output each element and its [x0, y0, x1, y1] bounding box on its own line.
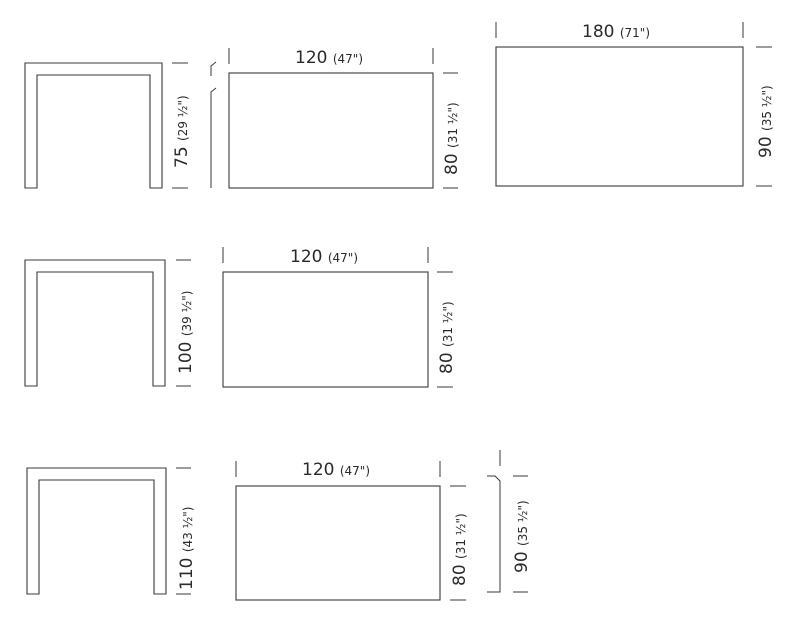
- side-view-row-3: [26, 467, 167, 595]
- depth-imperial-row-1: (31 ½"): [446, 102, 460, 148]
- svg-text:80 (31 ½"): 80 (31 ½"): [450, 513, 470, 586]
- width-imperial-row-3: (47"): [340, 464, 370, 478]
- height-dimension-row-1: 75 (29 ½"): [172, 62, 192, 189]
- width-imperial-row-2: (47"): [328, 251, 358, 265]
- svg-text:120 (47"): 120 (47"): [290, 247, 358, 267]
- svg-text:80 (31 ½"): 80 (31 ½"): [442, 102, 462, 175]
- depth-value-row-2: 80: [437, 352, 457, 374]
- extra-depth-value: 90: [512, 551, 532, 573]
- svg-text:180 (71"): 180 (71"): [582, 22, 650, 42]
- side-view-row-1: [24, 62, 163, 189]
- height-dimension-row-3: 110 (43 ½"): [176, 467, 197, 595]
- depth-imperial-row-3: (31 ½"): [454, 513, 468, 559]
- large-depth-imperial: (35 ½"): [760, 85, 774, 131]
- width-value-row-3: 120: [302, 460, 334, 480]
- svg-text:75 (29 ½"): 75 (29 ½"): [172, 95, 192, 168]
- svg-text:100 (39 ½"): 100 (39 ½"): [176, 291, 196, 374]
- height-dimension-row-2: 100 (39 ½"): [176, 259, 196, 387]
- height-value-row-3: 110: [177, 558, 197, 590]
- height-imperial-row-3: (43 ½"): [181, 507, 195, 553]
- top-view-row-3: 120 (47") 80 (31 ½"): [235, 460, 470, 601]
- top-view-row-2: 120 (47") 80 (31 ½"): [222, 247, 457, 388]
- large-width-value: 180: [582, 22, 614, 42]
- width-imperial-row-1: (47"): [333, 52, 363, 66]
- height-imperial-row-2: (39 ½"): [180, 291, 194, 337]
- height-imperial-row-1: (29 ½"): [176, 95, 190, 141]
- svg-text:90 (35 ½"): 90 (35 ½"): [756, 85, 776, 158]
- svg-text:80 (31 ½"): 80 (31 ½"): [437, 301, 457, 374]
- svg-text:120 (47"): 120 (47"): [302, 460, 370, 480]
- extra-depth-imperial: (35 ½"): [516, 500, 530, 546]
- height-value-row-1: 75: [172, 146, 192, 168]
- svg-text:120 (47"): 120 (47"): [295, 48, 363, 68]
- height-value-row-2: 100: [176, 342, 196, 374]
- extra-depth-dimension-row-3: 90 (35 ½"): [487, 450, 532, 593]
- depth-imperial-row-2: (31 ½"): [441, 301, 455, 347]
- large-width-imperial: (71"): [620, 26, 650, 40]
- width-value-row-1: 120: [295, 48, 327, 68]
- depth-value-row-3: 80: [450, 564, 470, 586]
- svg-text:110 (43 ½"): 110 (43 ½"): [177, 507, 197, 590]
- width-value-row-2: 120: [290, 247, 322, 267]
- svg-text:90 (35 ½"): 90 (35 ½"): [512, 500, 532, 573]
- top-view-row-1: 120 (47") 80 (31 ½"): [228, 48, 462, 189]
- depth-value-row-1: 80: [442, 153, 462, 175]
- top-view-large: 180 (71") 90 (35 ½"): [495, 22, 776, 187]
- large-depth-value: 90: [756, 136, 776, 158]
- bracket-row-1: [210, 61, 217, 188]
- side-view-row-2: [24, 259, 166, 387]
